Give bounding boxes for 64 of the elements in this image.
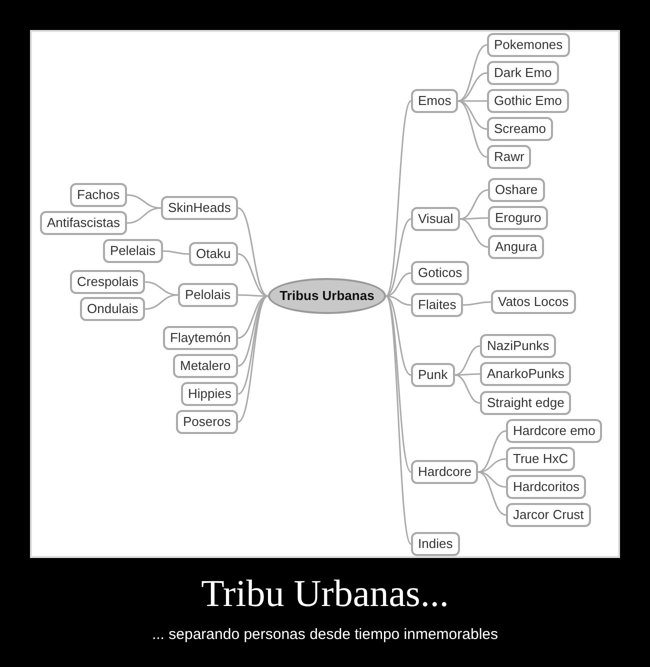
connector-line [144, 294, 178, 310]
topic-box: Vatos Locos [491, 290, 576, 314]
topic-box: Otaku [189, 242, 238, 266]
connector-line [385, 100, 412, 296]
topic-box: Indies [411, 532, 460, 556]
topic-box: Rawr [487, 145, 532, 169]
title: Tribu Urbanas... [200, 572, 450, 616]
topic-box: Pelolais [178, 283, 238, 307]
connector-line [386, 272, 412, 297]
topic-box: Pokemones [487, 33, 570, 57]
connector-line [126, 194, 162, 209]
topic-box: Eroguro [488, 206, 548, 230]
topic-box: Punk [411, 363, 455, 387]
connector-line [238, 295, 268, 423]
topic-box: Dark Emo [487, 61, 559, 85]
topic-box: Crespolais [70, 270, 146, 294]
topic-box: Visual [411, 207, 460, 231]
topic-box: Screamo [487, 117, 554, 141]
topic-box: AnarkoPunks [480, 362, 572, 386]
connector-line [454, 374, 480, 404]
connector-line [162, 250, 190, 255]
topic-box: True HxC [506, 447, 576, 471]
topic-box: Straight edge [480, 391, 572, 415]
topic-box: Gothic Emo [487, 89, 569, 113]
caption: ... separando personas desde tiempo inmemorables [150, 626, 500, 643]
connector-line [478, 430, 506, 473]
connector-line [386, 218, 412, 297]
topic-box: Hardcoritos [506, 475, 586, 499]
topic-box: Ondulais [80, 297, 146, 321]
topic-box: Oshare [488, 178, 545, 202]
connector-line [238, 207, 268, 297]
topic-box: Metalero [173, 354, 238, 378]
connector-line [238, 295, 268, 395]
connector-line [460, 189, 488, 220]
connector-line [386, 295, 412, 376]
topic-box: Flaytemón [163, 326, 238, 350]
connector-line [126, 207, 162, 224]
topic-box: Hippies [181, 382, 238, 406]
topic-box: Hardcore [411, 460, 478, 484]
connector-line [385, 296, 412, 544]
connector-line [460, 218, 488, 248]
topic-box: Fachos [70, 183, 127, 207]
topic-box: Emos [411, 89, 458, 113]
topic-box: Poseros [176, 410, 238, 434]
topic-box: Hardcore emo [506, 419, 602, 443]
topic-box: Pelelais [103, 239, 163, 263]
connector-line [478, 471, 506, 516]
connector-line [385, 296, 412, 472]
connector-line [144, 281, 178, 296]
connector-line [460, 217, 488, 220]
connector-line [454, 345, 480, 376]
connector-line [458, 44, 488, 102]
topic-box: Jarcor Crust [506, 503, 591, 527]
topic-box: Angura [488, 235, 544, 259]
topic-box: NaziPunks [480, 334, 556, 358]
topic-box: Goticos [411, 261, 470, 285]
connector-line [238, 253, 268, 297]
topic-box: Flaites [411, 293, 464, 317]
connector-line [386, 295, 412, 306]
topic-box: Antifascistas [40, 211, 127, 235]
connector-line [455, 373, 480, 376]
topic-box: SkinHeads [161, 196, 238, 220]
connector-line [458, 100, 488, 158]
connector-line [462, 301, 492, 306]
